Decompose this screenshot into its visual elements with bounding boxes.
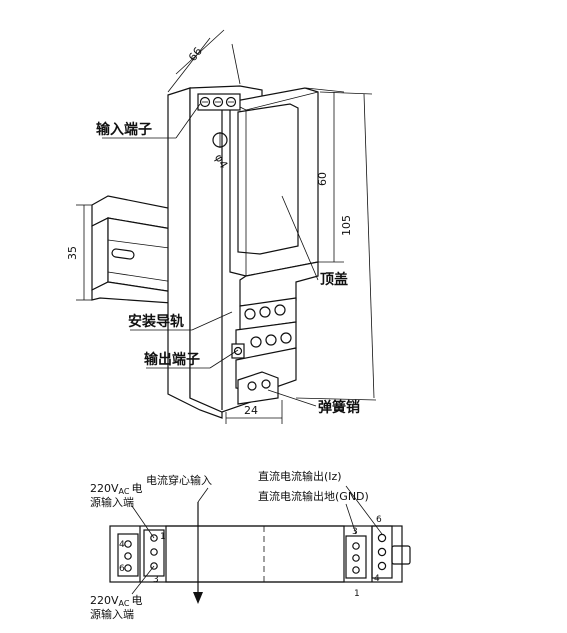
label-output-terminal: 输出端子: [144, 351, 200, 368]
leader-lines: [102, 103, 319, 407]
schematic-leaders: [131, 485, 383, 595]
dim-length: 105: [340, 215, 353, 236]
label-spring-pin: 弹簧销: [318, 399, 360, 416]
left-outer-terminal: [117, 533, 139, 577]
top-cover: [229, 87, 319, 307]
label-din-rail: 安装导轨: [128, 313, 184, 330]
dim-depth: 24: [244, 404, 258, 417]
pin-left-1: 1: [160, 532, 166, 542]
left-inner-terminal: [143, 529, 165, 577]
pin-right-4: 4: [374, 574, 380, 584]
label-power-in-bottom-2: 源输入端: [90, 607, 134, 621]
mounting-hole: [212, 132, 228, 148]
right-outer-terminal: [371, 525, 393, 579]
input-terminal-block: [197, 93, 241, 111]
dimension-lines: [76, 29, 377, 424]
dim-cover-height: 60: [316, 172, 329, 186]
pin-left-4: 4: [119, 540, 125, 550]
pin-right-6: 6: [376, 515, 382, 525]
dim-hole: φ4: [212, 152, 230, 171]
pin-right-3: 3: [352, 527, 358, 537]
spring-pin: [235, 347, 297, 405]
label-dc-output-gnd: 直流电流输出地(GND): [258, 489, 369, 503]
right-inner-terminal: [345, 535, 367, 579]
label-current-input: 电流穿心输入: [146, 473, 212, 487]
label-dc-output-iz: 直流电流输出(Iz): [258, 469, 342, 483]
label-input-terminal: 输入端子: [96, 121, 152, 138]
pin-left-3: 3: [153, 575, 159, 585]
dim-rail-height: 35: [66, 246, 79, 260]
pin-left-6: 6: [119, 564, 125, 574]
current-input-arrow: [193, 487, 209, 604]
label-power-in-top-2: 源输入端: [90, 495, 134, 509]
label-top-cover: 顶盖: [320, 271, 348, 288]
isometric-view: 输入端子 顶盖 安装导轨 输出端子 弹簧销 66 φ4 60 105 35 24: [66, 29, 377, 424]
pin-right-1: 1: [354, 589, 360, 599]
